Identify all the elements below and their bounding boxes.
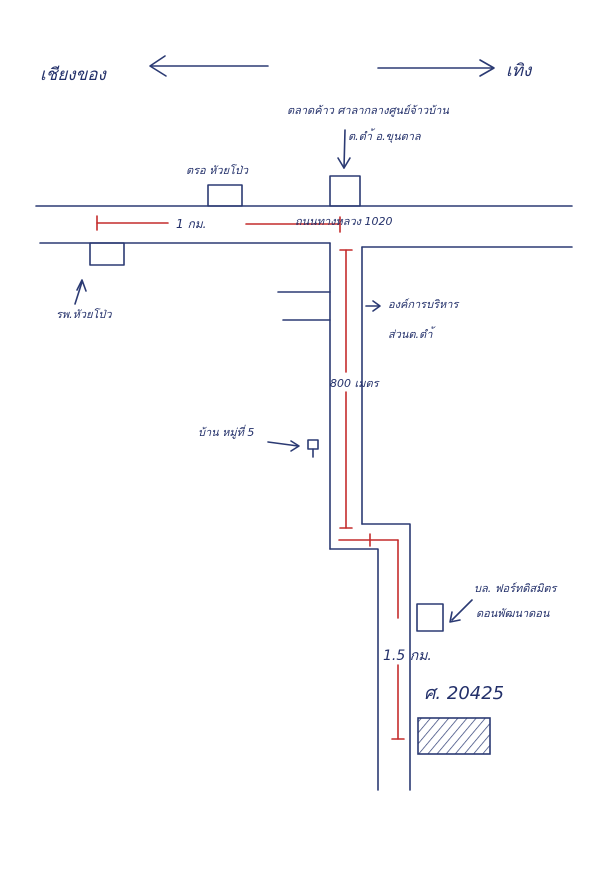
- village-label: บ้าน หมู่ที่ 5: [198, 424, 254, 439]
- police-box-building: [207, 184, 243, 207]
- temple-pointer: [449, 599, 473, 623]
- school-pointer: [74, 279, 87, 305]
- distance-1km-marker: [96, 215, 341, 233]
- parcel-hatched-area: [417, 717, 491, 755]
- temple-label: บล. ฟอร์ทดิสมิตร: [474, 582, 559, 595]
- municipal-office-pointer: [337, 129, 351, 169]
- school-building: [89, 242, 125, 266]
- distance-800m-marker: [339, 249, 353, 529]
- municipal-office-label: ตลาดค้าว ศาลากลางศูนย์จ้าวบ้าน: [287, 104, 449, 117]
- west-arrow: [149, 55, 269, 77]
- village-pointer: [267, 440, 300, 452]
- org-label: องค์การบริหาร: [388, 298, 460, 311]
- org-label-line2: ส่วนต.ตำ้: [388, 326, 436, 341]
- east-arrow: [377, 59, 495, 77]
- side-road-jog-south: [329, 548, 379, 791]
- org-pointer: [365, 300, 381, 312]
- distance-800m-label: 800 เมตร: [330, 377, 381, 390]
- east-label: เทิง: [506, 61, 533, 81]
- municipal-office-label-line2: ต.ตำ้ อ.ขุนตาล: [348, 128, 422, 143]
- village-marker: [307, 439, 319, 458]
- temple-building: [416, 603, 444, 632]
- side-road-jog-north: [361, 523, 411, 791]
- municipal-office-building: [329, 175, 361, 207]
- school-label: รพ.หัวยโป่ว: [56, 308, 112, 321]
- police-box-label: ตรอ หัวยโป่ว: [186, 164, 249, 177]
- west-label: เชียงของ: [40, 65, 107, 85]
- distance-1-5km-label: 1.5 กม.: [383, 648, 432, 664]
- road-label: ถนนทางหลวง 1020: [295, 215, 393, 228]
- distance-1km-label: 1 กม.: [176, 217, 206, 231]
- parcel-label: ศ. 20425: [424, 683, 504, 704]
- distance-1-5km-marker: [338, 533, 405, 740]
- temple-label-line2: ดอนพัฒนาดอน: [476, 607, 550, 620]
